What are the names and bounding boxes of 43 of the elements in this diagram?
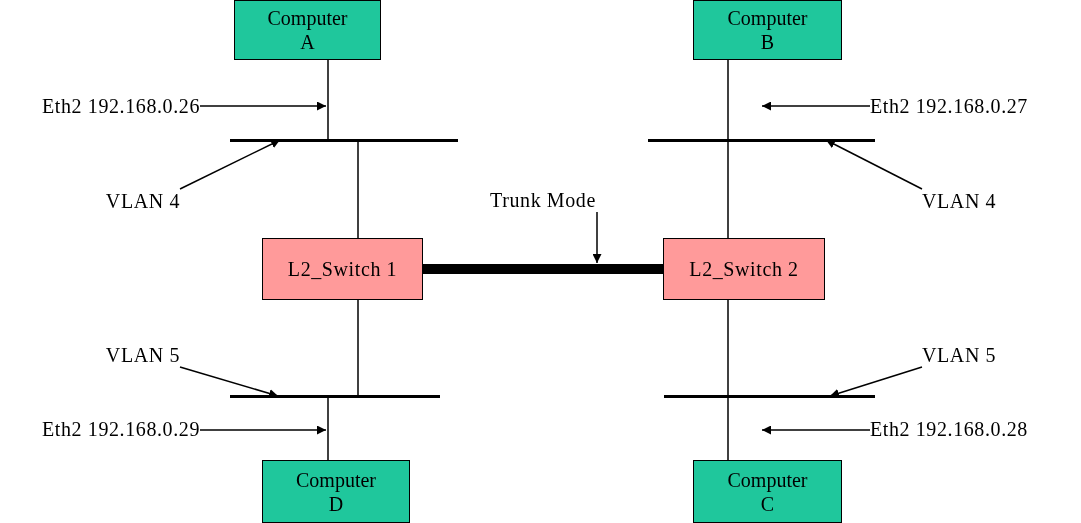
connector-line	[357, 141, 359, 239]
bus-line	[230, 395, 440, 398]
switch-label: L2_Switch 1	[287, 257, 398, 281]
connector-line	[727, 59, 729, 140]
leader-arrow	[829, 366, 923, 398]
connector-line	[727, 141, 729, 239]
leader-arrow	[761, 425, 871, 435]
annotation-text: Eth2 192.168.0.28	[870, 417, 1028, 441]
annotation-text: Trunk Mode	[490, 188, 596, 212]
connector-line	[327, 59, 329, 140]
leader-arrow	[199, 425, 327, 435]
leader-arrow	[179, 139, 281, 190]
leader-arrow	[825, 139, 923, 190]
bus-line	[230, 139, 458, 142]
connector-line	[727, 299, 729, 396]
switch-box	[262, 238, 423, 300]
bus-line	[648, 139, 875, 142]
computer-label: Computer A	[267, 6, 348, 54]
leader-arrow	[592, 211, 602, 264]
computer-label: Computer D	[296, 467, 376, 516]
connector-line	[327, 397, 329, 461]
annotation-text: VLAN 4	[105, 189, 180, 213]
leader-arrow	[761, 101, 871, 111]
computer-label: Computer C	[727, 467, 808, 516]
annotation-text: VLAN 4	[922, 189, 997, 213]
annotation-text: VLAN 5	[105, 343, 180, 367]
connector-line	[357, 299, 359, 396]
switch-box	[663, 238, 825, 300]
leader-arrow	[179, 366, 279, 398]
annotation-text: Eth2 192.168.0.26	[42, 94, 200, 118]
connector-line	[727, 397, 729, 461]
switch-label: L2_Switch 2	[689, 257, 799, 281]
annotation-text: Eth2 192.168.0.27	[870, 94, 1028, 118]
computer-box	[234, 0, 381, 60]
annotation-text: Eth2 192.168.0.29	[42, 417, 200, 441]
annotation-text: VLAN 5	[922, 343, 997, 367]
bus-line	[664, 395, 875, 398]
computer-box	[262, 460, 410, 523]
trunk-line	[423, 264, 663, 274]
computer-box	[693, 0, 842, 60]
computer-box	[693, 460, 842, 523]
leader-arrow	[199, 101, 327, 111]
computer-label: Computer B	[727, 6, 808, 54]
